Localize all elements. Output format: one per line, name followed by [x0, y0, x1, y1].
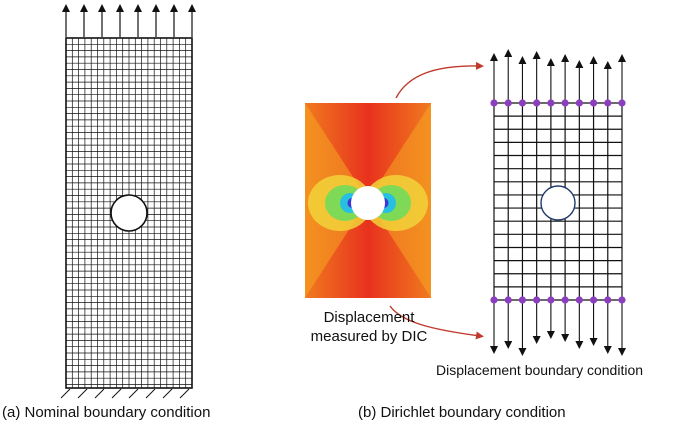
panel-a-load-arrows: [62, 4, 196, 37]
boundary-node: [547, 296, 555, 304]
panel-b-hole: [540, 185, 576, 221]
boundary-node: [518, 296, 527, 304]
dic-label-line1: Displacement: [323, 309, 415, 326]
panel-a-fine-mesh: [66, 38, 192, 388]
dic-displacement-field: [305, 103, 431, 298]
caption-b: (b) Dirichlet boundary condition: [358, 404, 566, 421]
boundary-node: [589, 296, 598, 304]
panel-a-specimen-outline: [65, 37, 193, 389]
boundary-node: [604, 99, 612, 107]
hatch-line: [145, 388, 156, 399]
boundary-node: [618, 99, 626, 107]
panel-a-nominal: [60, 4, 196, 399]
boundary-node: [533, 296, 541, 304]
panel-b-boundary-nodes: [490, 99, 626, 304]
boundary-node: [490, 99, 498, 107]
panel-a-fixed-support-hatch: [60, 388, 190, 399]
panel-a-hole: [110, 194, 148, 232]
boundary-node: [561, 296, 569, 304]
boundary-node: [618, 296, 626, 304]
dic-label: Displacement measured by DIC: [306, 308, 432, 346]
panel-b-coarse-mesh: [490, 49, 626, 356]
hatch-line: [94, 388, 105, 399]
boundary-node: [575, 296, 583, 304]
boundary-node: [490, 296, 498, 304]
hatch-line: [128, 388, 139, 399]
hatch-line: [60, 388, 71, 399]
caption-a: (a) Nominal boundary condition: [2, 404, 211, 421]
hatch-line: [162, 388, 173, 399]
boundary-node: [504, 99, 512, 107]
boundary-node: [575, 99, 583, 107]
hatch-line: [77, 388, 88, 399]
boundary-node: [518, 99, 527, 107]
boundary-node: [504, 296, 512, 304]
boundary-node: [561, 99, 569, 107]
panel-b-top-displacement-arrows: [490, 49, 626, 103]
dic-hole: [351, 186, 385, 220]
boundary-node: [533, 99, 541, 107]
hatch-line: [111, 388, 122, 399]
panel-b-bottom-displacement-arrows: [490, 300, 626, 356]
hatch-line: [179, 388, 190, 399]
link-arrow-bottom: [389, 305, 484, 340]
dic-label-line2: measured by DIC: [310, 328, 428, 345]
boundary-node: [547, 99, 555, 107]
boundary-node: [604, 296, 612, 304]
grid-label: Displacement boundary condition: [436, 362, 644, 378]
boundary-node: [589, 99, 598, 107]
link-arrow-top: [395, 61, 484, 99]
